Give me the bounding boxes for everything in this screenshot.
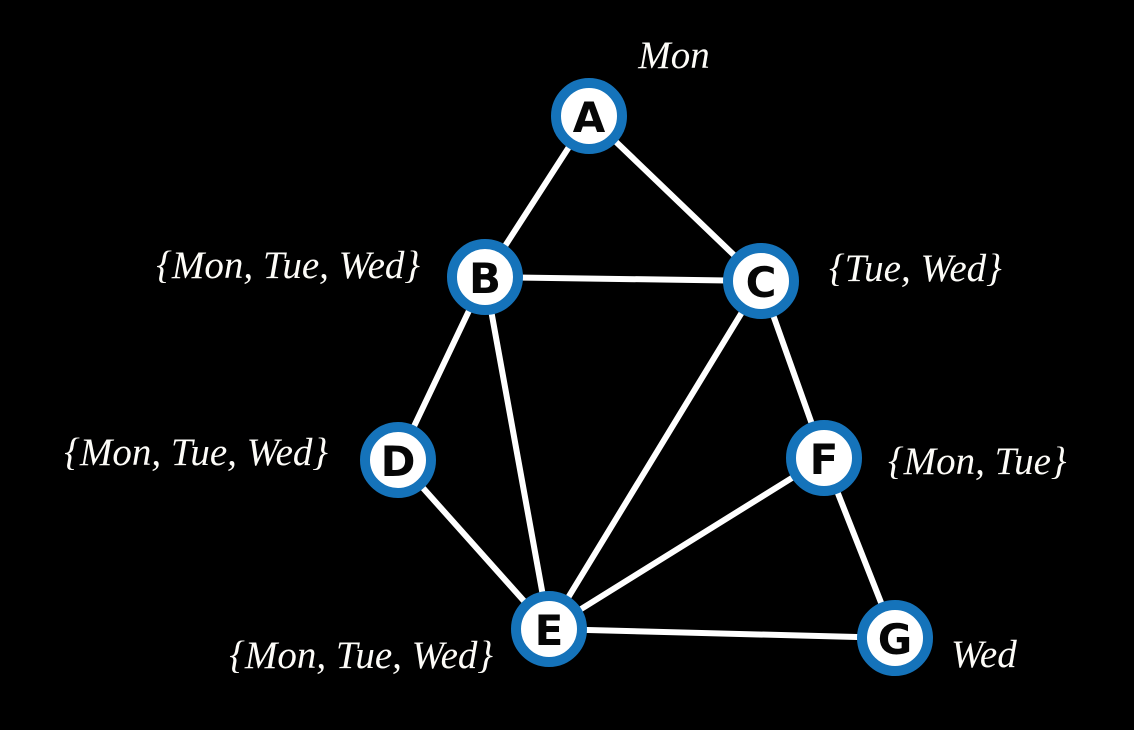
domain-label-A: Mon [637,34,710,77]
node-circle-B [447,239,523,315]
edge-E-F [546,455,827,632]
node-G: G [857,600,933,676]
node-circle-G [857,600,933,676]
node-circle-C [723,243,799,319]
domain-label-F: {Mon, Tue} [888,440,1067,483]
node-D: D [360,422,436,498]
labels-layer: Mon {Mon, Tue, Wed} {Tue, Wed} {Mon, Tue, W… [64,34,1067,677]
node-B: B [447,239,523,315]
node-letter-D: D [381,437,416,486]
edge-E-G [546,626,898,641]
node-circle-D [360,422,436,498]
node-letter-C: C [746,258,777,307]
node-C: C [723,243,799,319]
node-letter-A: A [573,93,606,142]
node-circle-E [511,591,587,667]
node-circle-F [786,420,862,496]
domain-label-C: {Tue, Wed} [829,247,1002,290]
domain-label-G: Wed [951,633,1017,676]
nodes-layer: A B C D E F G [360,78,933,676]
domain-label-E: {Mon, Tue, Wed} [229,634,493,677]
node-letter-F: F [810,435,839,484]
domain-label-D: {Mon, Tue, Wed} [64,431,328,474]
node-letter-B: B [469,254,501,303]
node-F: F [786,420,862,496]
node-letter-G: G [878,615,912,664]
node-letter-E: E [535,606,564,655]
node-E: E [511,591,587,667]
node-A: A [551,78,627,154]
edge-B-C [482,274,764,284]
edge-B-E [482,274,552,632]
edge-C-E [546,278,764,632]
node-circle-A [551,78,627,154]
domain-label-B: {Mon, Tue, Wed} [156,244,420,287]
edge-A-C [586,113,764,284]
edges-layer [395,113,898,641]
